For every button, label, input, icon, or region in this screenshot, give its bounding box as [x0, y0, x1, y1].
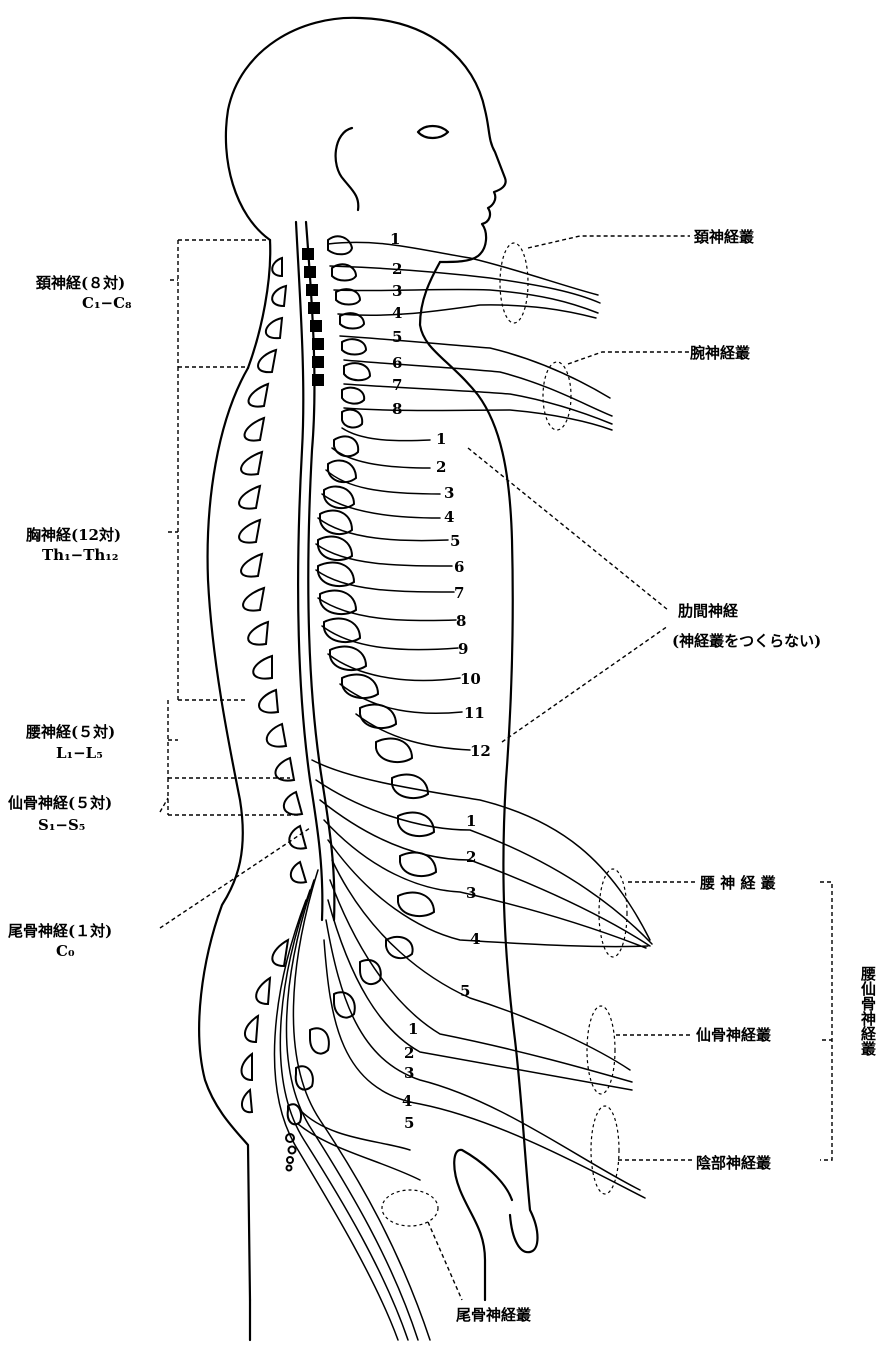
intercostal-note-label: (神経叢をつくらない)	[672, 632, 821, 650]
cervical-number: 3	[392, 282, 402, 300]
pudendal-plexus-label: 陰部神経叢	[696, 1154, 771, 1172]
thoracic-number: 6	[454, 558, 464, 576]
lumbar-number: 1	[466, 812, 476, 830]
thoracic-number: 3	[444, 484, 454, 502]
thoracic-range-label: Th₁−Th₁₂	[42, 546, 118, 564]
thoracic-number: 5	[450, 532, 460, 550]
nerves	[274, 242, 652, 1340]
lumbar-nerves-label: 腰神経(５対)	[25, 723, 115, 741]
right-labels: 頚神経叢 腕神経叢 肋間神経 (神経叢をつくらない) 腰 神 経 叢 仙骨神経叢…	[456, 228, 877, 1324]
sacral-number: 2	[404, 1044, 414, 1062]
cervical-number: 1	[390, 230, 400, 248]
lumbar-number: 5	[460, 982, 470, 1000]
thoracic-number: 8	[456, 612, 466, 630]
thoracic-number: 4	[444, 508, 454, 526]
cervical-number: 6	[392, 354, 402, 372]
lumbar-number: 2	[466, 848, 476, 866]
brachial-plexus-label: 腕神経叢	[690, 344, 750, 362]
lumbosacral-plexus-label: 腰仙骨神経叢	[859, 966, 877, 1057]
lumbar-number: 3	[466, 884, 476, 902]
lumbar-plexus-label: 腰 神 経 叢	[699, 874, 776, 892]
intercostal-nerves-label: 肋間神経	[678, 602, 739, 620]
sacral-number: 3	[404, 1064, 414, 1082]
sacral-number: 1	[408, 1020, 418, 1038]
cervical-nerves-label: 頚神経(８対)	[35, 274, 125, 292]
left-labels: 頚神経(８対) C₁−C₈ 胸神経(12対) Th₁−Th₁₂ 腰神経(５対) …	[8, 274, 132, 960]
cervical-numbers: 1 2 3 4 5 6 7 8	[390, 230, 402, 418]
pudendal-plexus-ellipse	[591, 1106, 619, 1194]
sacral-number: 5	[404, 1114, 414, 1132]
sacral-numbers: 1 2 3 4 5	[402, 1020, 418, 1132]
coccygeal-plexus-ellipse	[382, 1190, 438, 1226]
thoracic-number: 7	[454, 584, 464, 602]
thoracic-nerves-label: 胸神経(12対)	[26, 526, 121, 544]
cervical-number: 2	[392, 260, 402, 278]
lumbar-number: 4	[470, 930, 480, 948]
sacral-range-label: S₁−S₅	[38, 816, 85, 834]
plexus-markers	[382, 243, 627, 1226]
cervical-number: 4	[392, 304, 402, 322]
thoracic-number: 2	[436, 458, 446, 476]
thoracic-number: 1	[436, 430, 446, 448]
thoracic-numbers: 1 2 3 4 5 6 7 8 9 10 11 12	[436, 430, 491, 760]
cervical-number: 7	[392, 376, 402, 394]
lumbar-range-label: L₁−L₅	[56, 744, 103, 762]
sacral-number: 4	[402, 1092, 412, 1110]
thoracic-number: 12	[470, 742, 491, 760]
lumbar-numbers: 1 2 3 4 5	[460, 812, 480, 1000]
coccygeal-range-label: C₀	[56, 942, 75, 960]
coccygeal-plexus-label: 尾骨神経叢	[456, 1306, 531, 1324]
coccygeal-nerves-label: 尾骨神経(１対)	[8, 922, 112, 940]
thoracic-number: 9	[458, 640, 468, 658]
cervical-number: 8	[392, 400, 402, 418]
cervical-range-label: C₁−C₈	[82, 294, 132, 312]
sacral-plexus-label: 仙骨神経叢	[696, 1026, 771, 1044]
sacral-nerves-label: 仙骨神経(５対)	[8, 794, 112, 812]
cervical-number: 5	[392, 328, 402, 346]
cervical-plexus-label: 頚神経叢	[693, 228, 754, 246]
thoracic-number: 10	[460, 670, 481, 688]
sacral-plexus-ellipse	[587, 1006, 615, 1094]
cervical-vertebra	[308, 302, 320, 314]
thoracic-number: 11	[464, 704, 485, 722]
